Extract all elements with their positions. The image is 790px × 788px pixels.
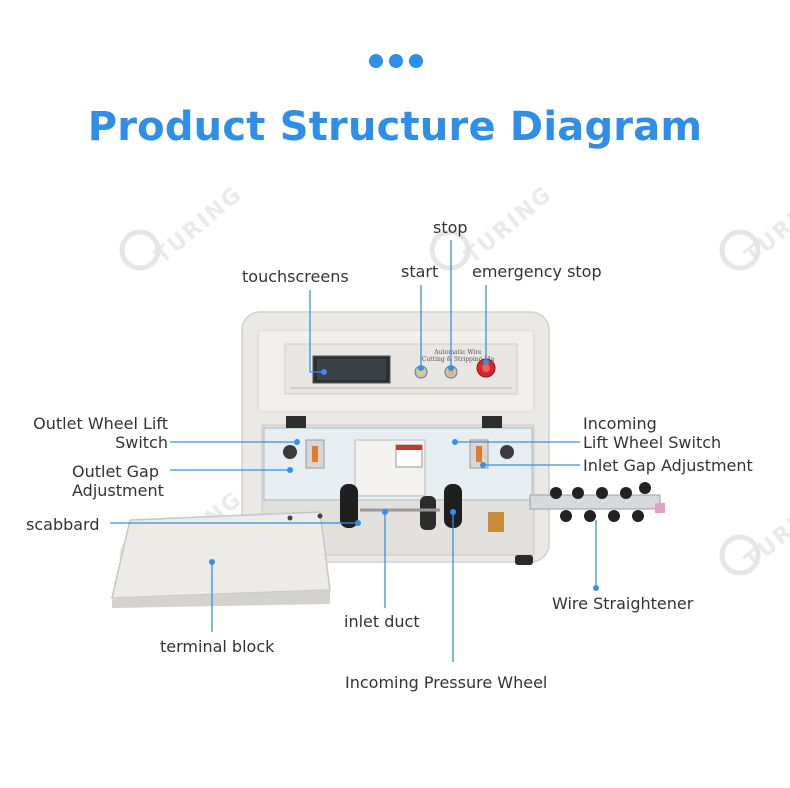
dot	[389, 54, 403, 68]
mechanism-area	[261, 416, 535, 565]
label-line: Outlet Gap	[72, 462, 160, 481]
label-outlet-gap: Outlet Gap Adjustment	[72, 462, 164, 500]
label-line: Adjustment	[72, 481, 164, 500]
label-scabbard: scabbard	[26, 515, 100, 534]
label-wire-straightener: Wire Straightener	[552, 594, 694, 613]
label-line: Incoming	[583, 414, 657, 433]
panel-title-2: Cutting & Stripping Ma	[422, 356, 495, 363]
label-line: Lift Wheel Switch	[583, 433, 722, 452]
panel-title-1: Automatic Wire	[433, 349, 482, 356]
touchscreen-glass	[317, 359, 386, 380]
dot	[409, 54, 423, 68]
label-start: start	[401, 262, 439, 281]
label-terminal-block: terminal block	[160, 637, 275, 656]
label-outlet-wheel-lift: Outlet Wheel Lift Switch	[33, 414, 168, 452]
header-dots	[369, 54, 423, 68]
page-title: Product Structure Diagram	[87, 104, 703, 150]
label-incoming-pressure-wheel: Incoming Pressure Wheel	[345, 673, 548, 692]
label-incoming-lift-wheel-switch: Incoming Lift Wheel Switch	[583, 414, 721, 452]
label-line: Switch	[115, 433, 168, 452]
leader-dots	[209, 359, 599, 591]
label-inlet-duct: inlet duct	[344, 612, 420, 631]
label-inlet-gap: Inlet Gap Adjustment	[583, 456, 753, 475]
emergency-stop-highlight	[482, 364, 490, 372]
label-emergency-stop: emergency stop	[472, 262, 602, 281]
label-touchscreens: touchscreens	[242, 267, 349, 286]
label-line: Outlet Wheel Lift	[33, 414, 168, 433]
terminal-block-tray	[111, 511, 331, 608]
dot	[369, 54, 383, 68]
wire-straightener	[529, 482, 665, 522]
leader-lines	[110, 240, 597, 662]
label-stop: stop	[433, 218, 468, 237]
